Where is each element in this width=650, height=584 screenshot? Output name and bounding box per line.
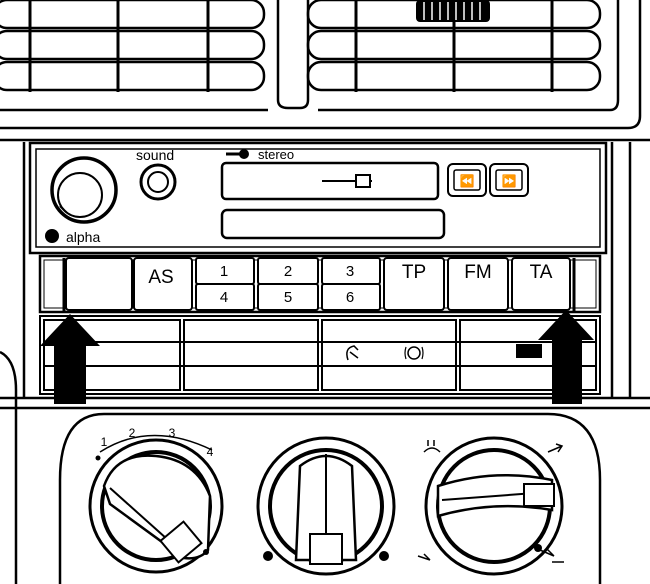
ta-button[interactable]: TA: [511, 257, 571, 311]
cold-indicator-dot: [263, 551, 273, 561]
recirculation-icon: [346, 345, 359, 361]
fan-speed-3: 3: [169, 426, 176, 440]
preset-button-5[interactable]: 5: [257, 283, 319, 311]
fast-forward-button[interactable]: ⏩: [489, 163, 529, 197]
preset-2-label: 2: [284, 263, 292, 280]
as-button-label: AS: [148, 267, 173, 288]
preset-button-1[interactable]: 1: [195, 257, 255, 285]
right-up-arrow-icon: [538, 310, 594, 404]
preset-1-label: 1: [220, 263, 228, 280]
preset-5-label: 5: [284, 289, 292, 306]
preset-4-label: 4: [220, 289, 228, 306]
fan-speed-1: 1: [101, 435, 108, 449]
rewind-button[interactable]: ⏪: [447, 163, 487, 197]
alpha-indicator-dot: [45, 229, 59, 243]
footwell-icon: [417, 547, 564, 563]
sound-label: sound: [136, 147, 174, 163]
rewind-icon: ⏪: [460, 174, 475, 188]
preset-button-3[interactable]: 3: [321, 257, 381, 285]
stereo-indicator-icon: [226, 149, 249, 159]
left-air-vent: [0, 0, 266, 92]
tp-button-label: TP: [402, 262, 426, 283]
fan-speed-4: 4: [207, 445, 214, 459]
vent-thumbwheel: [416, 0, 490, 22]
radio-display: [220, 208, 446, 240]
rear-defrost-switch[interactable]: [516, 344, 542, 358]
air-distribution-knob[interactable]: [424, 436, 564, 576]
face-vent-icon: [547, 443, 564, 453]
cassette-door[interactable]: [220, 161, 440, 201]
fan-speed-knob[interactable]: [88, 438, 224, 574]
temperature-knob[interactable]: [256, 436, 396, 576]
stereo-label: stereo: [258, 147, 294, 162]
alpha-knob[interactable]: [50, 156, 118, 224]
preset-3-label: 3: [346, 263, 354, 280]
switch-strip: [39, 315, 601, 395]
blank-button[interactable]: [65, 257, 133, 311]
abs-icon: [404, 346, 424, 360]
preset-button-4[interactable]: 4: [195, 283, 255, 311]
fast-forward-icon: ⏩: [502, 174, 517, 188]
preset-button-6[interactable]: 6: [321, 283, 381, 311]
left-up-arrow-icon: [40, 314, 100, 404]
sound-knob[interactable]: [139, 163, 177, 201]
ta-button-label: TA: [530, 262, 553, 283]
air-distribution-dot: [534, 544, 542, 552]
as-button[interactable]: AS: [133, 257, 193, 311]
windshield-defrost-icon: [423, 440, 441, 453]
fm-button[interactable]: FM: [447, 257, 509, 311]
alpha-label: alpha: [66, 229, 100, 245]
tp-button[interactable]: TP: [383, 257, 445, 311]
preset-button-2[interactable]: 2: [257, 257, 319, 285]
preset-6-label: 6: [346, 289, 354, 306]
fan-speed-scale: 1 2 3 4: [95, 426, 214, 461]
fan-speed-2: 2: [129, 426, 136, 440]
fm-button-label: FM: [464, 262, 491, 283]
hot-indicator-dot: [379, 551, 389, 561]
